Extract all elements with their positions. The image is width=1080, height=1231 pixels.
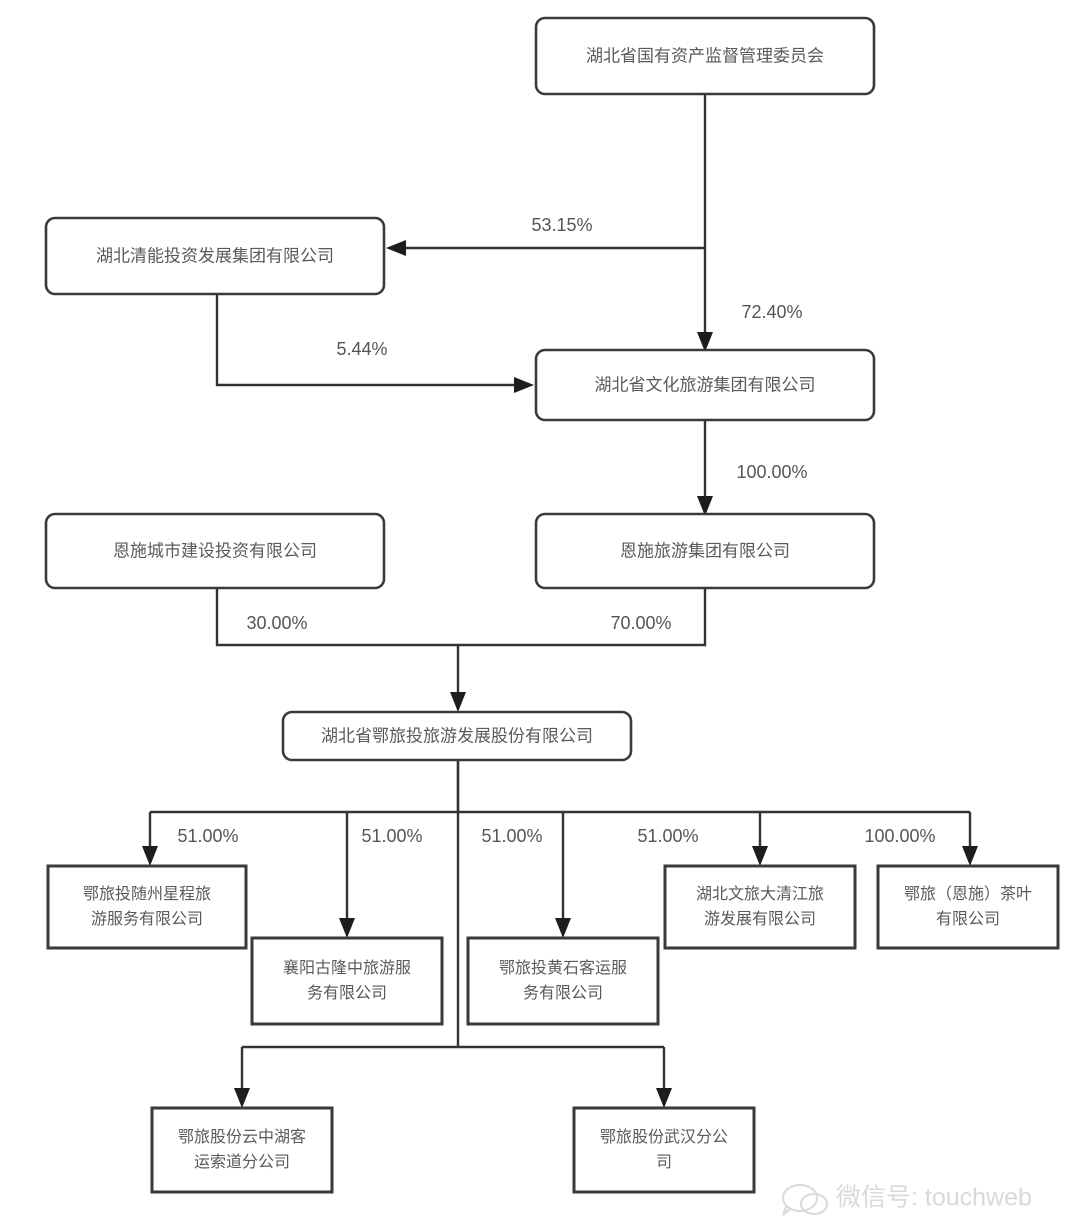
node-box-rect[interactable] — [534, 16, 876, 96]
edge-label-30-00: 30.00% — [246, 613, 307, 633]
edge-qingneng-to-wenlv — [215, 294, 534, 393]
edge-sasac-to-wenlv — [697, 94, 713, 352]
node-box-rect[interactable] — [572, 1106, 756, 1194]
node-layer: 湖北省国有资产监督管理委员会 湖北清能投资发展集团有限公司 湖北省文化旅游集团有… — [44, 16, 1060, 1194]
node-label-line-2: 游发展有限公司 — [704, 910, 816, 928]
node-label-line-1: 鄂旅投随州星程旅 — [83, 885, 211, 903]
arrow-head-icon — [697, 496, 713, 516]
node-label-line-1: 鄂旅投黄石客运服 — [499, 959, 627, 977]
edge-label-5-44: 5.44% — [336, 339, 387, 359]
edge-path-merge — [215, 588, 707, 647]
edge-wenlv-to-enshi-travel — [697, 420, 713, 516]
node-box-rect[interactable] — [250, 936, 444, 1026]
node-label-line-2: 游服务有限公司 — [91, 910, 203, 928]
watermark-label: 微信号: touchweb — [836, 1184, 1032, 1212]
arrow-head-icon — [514, 377, 534, 393]
node-label-line-2: 司 — [656, 1154, 672, 1171]
wechat-icon-bubble-small — [799, 1192, 829, 1216]
node-label-line-2: 务有限公司 — [307, 984, 387, 1002]
arrow-head-icon — [142, 846, 158, 866]
node-box-rect[interactable] — [534, 348, 876, 422]
node-label: 湖北省文化旅游集团有限公司 — [595, 375, 816, 394]
arrow-head-icon — [697, 332, 713, 352]
arrow-head-icon — [555, 918, 571, 938]
node-box-rect[interactable] — [876, 864, 1060, 950]
edge-label-72-40: 72.40% — [741, 302, 802, 322]
node-wuhan[interactable]: 鄂旅股份武汉分公 司 — [572, 1106, 756, 1194]
edge-sasac-to-qingneng — [386, 240, 705, 256]
node-huangshi[interactable]: 鄂旅投黄石客运服 务有限公司 — [466, 936, 660, 1026]
edge-label-51-00-huangshi: 51.00% — [481, 826, 542, 846]
node-label: 恩施城市建设投资有限公司 — [113, 541, 317, 560]
node-label-line-1: 鄂旅股份云中湖客 — [178, 1128, 306, 1146]
node-enshi-city[interactable]: 恩施城市建设投资有限公司 — [44, 512, 386, 590]
node-label-line-1: 襄阳古隆中旅游服 — [283, 958, 411, 977]
node-label-line-1: 鄂旅（恩施）茶叶 — [904, 885, 1032, 903]
node-label: 恩施旅游集团有限公司 — [620, 541, 790, 560]
edge-label-layer: 53.15% 72.40% 5.44% 100.00% 30.00% 70.00… — [177, 215, 935, 846]
wechat-icon — [781, 1183, 829, 1216]
node-label: 湖北省鄂旅投旅游发展股份有限公司 — [321, 726, 593, 745]
arrow-head-icon — [339, 918, 355, 938]
edge-path — [215, 294, 524, 387]
node-box-rect[interactable] — [44, 512, 386, 590]
edge-label-51-00-daqingjiang: 51.00% — [637, 826, 698, 846]
node-suizhou[interactable]: 鄂旅投随州星程旅 游服务有限公司 — [46, 864, 248, 950]
node-box-rect[interactable] — [281, 710, 633, 762]
node-daqingjiang[interactable]: 湖北文旅大清江旅 游发展有限公司 — [663, 864, 857, 950]
edge-label-51-00-xiangyang: 51.00% — [361, 826, 422, 846]
node-label-line-2: 务有限公司 — [523, 984, 603, 1002]
watermark: 微信号: touchweb — [781, 1183, 1032, 1216]
node-chaye[interactable]: 鄂旅（恩施）茶叶 有限公司 — [876, 864, 1060, 950]
edge-label-100-00-chaye: 100.00% — [864, 826, 935, 846]
arrow-head-icon — [386, 240, 406, 256]
wechat-icon-tail-large — [781, 1206, 791, 1216]
node-box-rect[interactable] — [150, 1106, 334, 1194]
edge-label-53-15: 53.15% — [531, 215, 592, 235]
node-xiangyang[interactable]: 襄阳古隆中旅游服 务有限公司 — [250, 936, 444, 1026]
node-label-line-1: 湖北文旅大清江旅 — [696, 885, 824, 903]
node-label-line-1: 鄂旅股份武汉分公 — [600, 1128, 728, 1146]
arrow-head-icon — [752, 846, 768, 866]
wechat-icon-bubble-large — [781, 1183, 819, 1213]
edge-label-100-00-wenlv: 100.00% — [736, 462, 807, 482]
node-box-rect[interactable] — [663, 864, 857, 950]
node-box-rect[interactable] — [44, 216, 386, 296]
node-box-rect[interactable] — [466, 936, 660, 1026]
arrow-head-icon — [656, 1088, 672, 1108]
node-label: 湖北省国有资产监督管理委员会 — [586, 46, 824, 65]
node-label: 湖北清能投资发展集团有限公司 — [96, 246, 334, 265]
node-label-line-2: 运索道分公司 — [194, 1153, 290, 1171]
node-elvtou[interactable]: 湖北省鄂旅投旅游发展股份有限公司 — [281, 710, 633, 762]
node-box-rect[interactable] — [46, 864, 248, 950]
edge-layer — [142, 94, 978, 1108]
node-sasac[interactable]: 湖北省国有资产监督管理委员会 — [534, 16, 876, 96]
edge-enshi-pair-to-elvtou — [215, 588, 707, 712]
edge-elvtou-branch-bus — [234, 760, 672, 1108]
node-qingneng[interactable]: 湖北清能投资发展集团有限公司 — [44, 216, 386, 296]
node-enshi-travel[interactable]: 恩施旅游集团有限公司 — [534, 512, 876, 590]
arrow-head-icon — [962, 846, 978, 866]
arrow-head-icon — [234, 1088, 250, 1108]
arrow-head-icon — [450, 692, 466, 712]
node-wenlv[interactable]: 湖北省文化旅游集团有限公司 — [534, 348, 876, 422]
node-box-rect[interactable] — [534, 512, 876, 590]
node-yunzhonghu[interactable]: 鄂旅股份云中湖客 运索道分公司 — [150, 1106, 334, 1194]
node-label-line-2: 有限公司 — [936, 910, 1000, 928]
edge-label-51-00-suizhou: 51.00% — [177, 826, 238, 846]
edge-label-70-00: 70.00% — [610, 613, 671, 633]
